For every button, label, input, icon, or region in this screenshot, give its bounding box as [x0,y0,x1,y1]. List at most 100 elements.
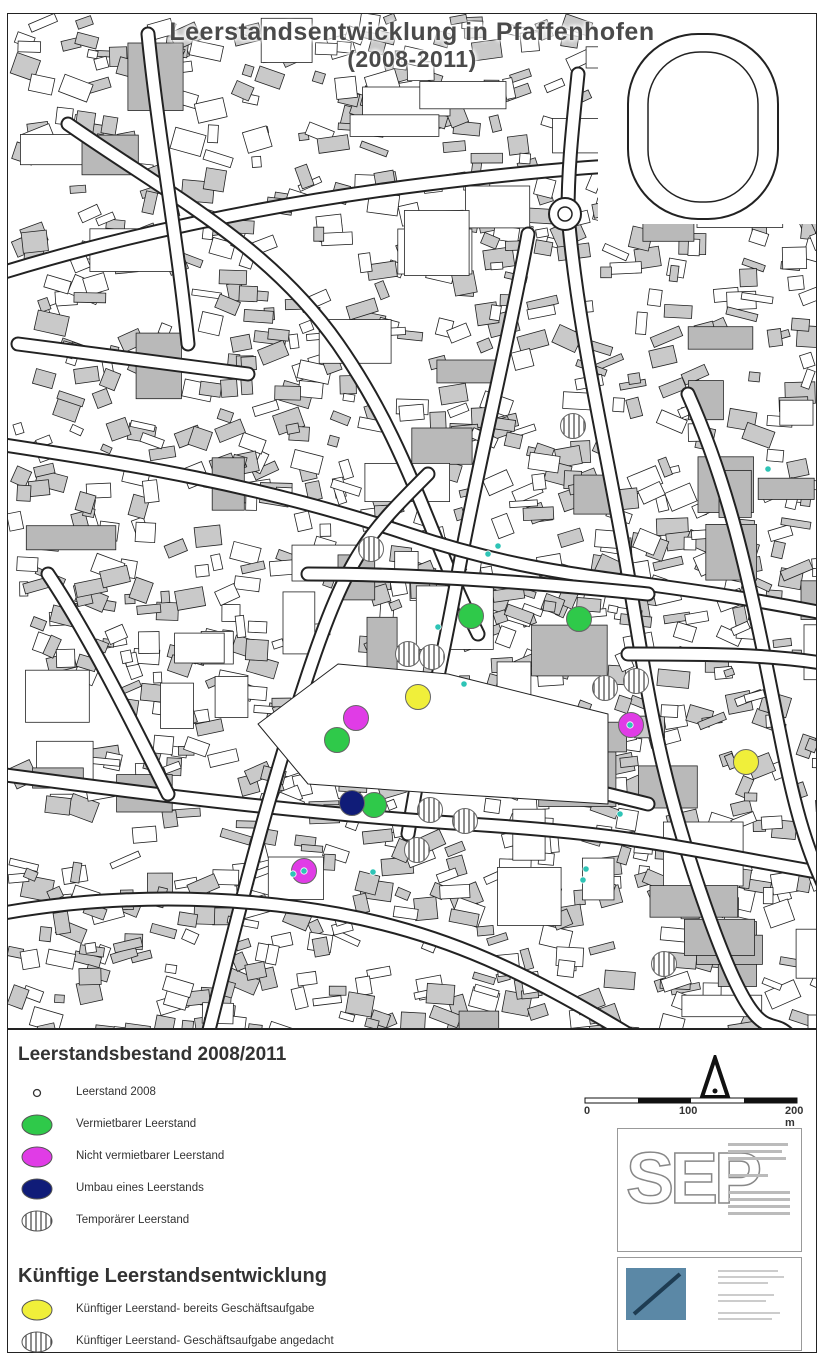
building [218,269,248,286]
building [148,445,177,462]
building [560,33,580,49]
building [672,621,698,643]
building [177,911,199,928]
vacancy-2008-dot[interactable] [494,542,502,550]
vacancy-2008-dot[interactable] [434,623,442,631]
building [139,432,165,450]
building [104,623,129,646]
sep-logo-textlines [728,1143,794,1215]
town-map[interactable] [8,14,816,1028]
green-vacancy-marker[interactable] [566,606,592,632]
parcel [160,682,194,729]
building [473,983,500,998]
parcel [531,624,608,677]
building [257,339,290,366]
hatch-vacancy-marker[interactable] [592,675,618,701]
building [240,560,266,575]
building [330,478,362,497]
building [357,252,373,274]
vacancy-2008-dot[interactable] [289,870,297,878]
parcel [411,427,473,465]
vacancy-2008-dot[interactable] [626,721,634,729]
building [543,77,566,94]
scale-label-100: 100 [679,1105,698,1117]
building [188,39,224,62]
scale-label-0: 0 [584,1105,591,1117]
building [31,368,57,390]
building [392,905,419,921]
building [234,614,247,639]
building [75,15,94,30]
hatch-vacancy-marker[interactable] [358,536,384,562]
green-circle-icon [21,1114,53,1136]
green-vacancy-marker[interactable] [458,603,484,629]
building [811,557,816,570]
vacancy-2008-dot[interactable] [582,865,590,873]
hatch-vacancy-marker[interactable] [419,644,445,670]
building [320,231,353,247]
building [603,969,636,991]
building [760,815,783,830]
building [296,359,333,385]
hatch-vacancy-marker[interactable] [623,668,649,694]
parcel [757,477,815,500]
legend-label: Leerstand 2008 [76,1086,156,1098]
building [476,925,495,937]
legend-label: Künftiger Leerstand- bereits Geschäftsau… [76,1303,315,1315]
vacancy-2008-dot[interactable] [460,680,468,688]
building [658,1012,686,1028]
building [533,239,554,257]
building [366,965,392,980]
building [798,282,816,307]
hatch-vacancy-marker[interactable] [395,641,421,667]
hatch-vacancy-marker[interactable] [560,413,586,439]
building [193,524,223,548]
vacancy-2008-dot[interactable] [764,465,772,473]
building [16,556,39,573]
building [8,857,40,872]
vacancy-2008-dot[interactable] [616,810,624,818]
road [142,28,194,350]
vacancy-2008-dot[interactable] [579,876,587,884]
building [243,309,274,324]
navy-vacancy-marker[interactable] [339,790,365,816]
parcel [795,928,816,979]
yellow-vacancy-marker[interactable] [733,749,759,775]
building [354,870,381,896]
legend-heading-current: Leerstandsbestand 2008/2011 [18,1044,287,1065]
building [741,421,776,449]
hatch-vacancy-marker[interactable] [452,808,478,834]
hatch-vacancy-marker[interactable] [417,797,443,823]
building [229,540,262,566]
green-vacancy-marker[interactable] [361,792,387,818]
building [652,555,684,572]
vacancy-2008-dot[interactable] [484,550,492,558]
magenta-vacancy-marker[interactable] [343,705,369,731]
building [741,257,766,273]
building [216,408,235,424]
building [518,152,532,165]
building [519,31,540,53]
yellow-vacancy-marker[interactable] [405,684,431,710]
vacancy-2008-dot[interactable] [300,867,308,875]
building [657,456,673,478]
building [123,1022,151,1028]
parcel [779,399,814,426]
building [786,458,810,479]
building [293,510,313,533]
building [790,317,811,332]
green-vacancy-marker[interactable] [324,727,350,753]
building [10,465,33,489]
vacancy-2008-dot[interactable] [369,868,377,876]
sep-logo-mark: SEP [625,1139,763,1219]
building [131,825,158,844]
building [136,603,162,615]
legend-label: Vermietbarer Leerstand [76,1118,197,1130]
hatch-vacancy-marker[interactable] [404,837,430,863]
building [509,499,538,509]
building [472,971,497,986]
building [787,275,805,292]
building [251,399,280,417]
hatch-vacancy-marker[interactable] [651,951,677,977]
building [119,649,134,665]
